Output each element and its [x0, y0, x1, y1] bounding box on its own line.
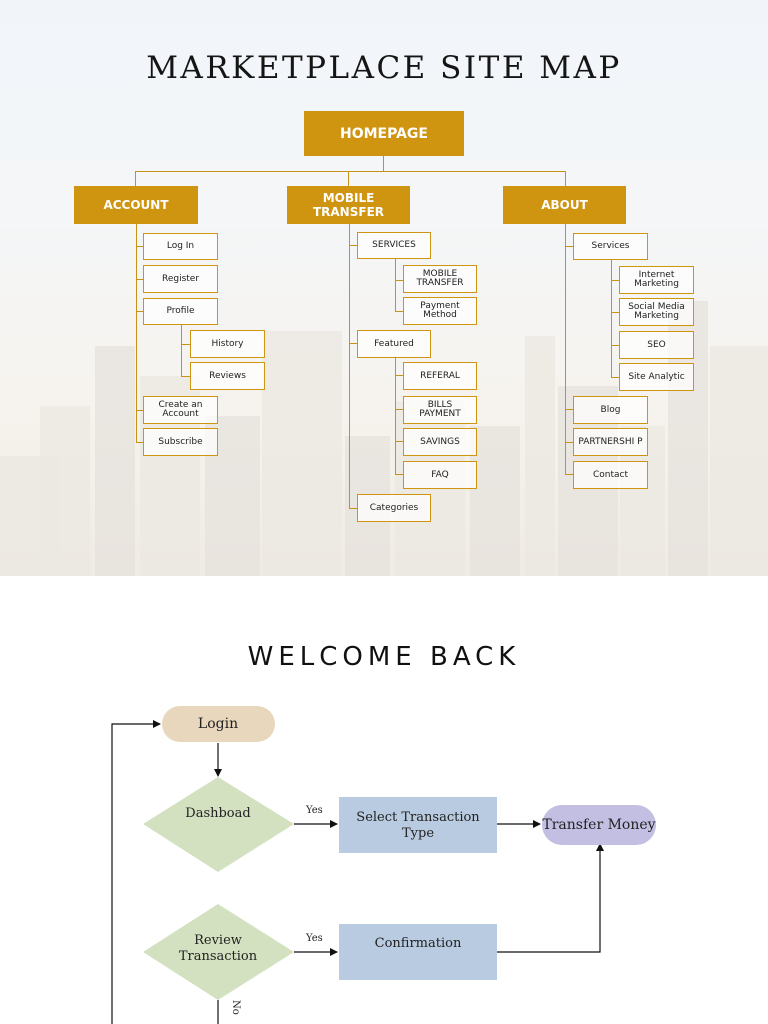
mt-categories-node[interactable]: Categories — [357, 494, 431, 522]
about-services-node[interactable]: Services — [573, 233, 648, 260]
mt-savings-node[interactable]: SAVINGS — [403, 428, 477, 456]
review-transaction-label-line2: Transaction — [179, 949, 258, 964]
dashboard-yes-label: Yes — [305, 805, 323, 816]
review-transaction-label-line1: Review — [194, 933, 242, 948]
about-seo-node[interactable]: SEO — [619, 331, 694, 359]
account-node[interactable]: ACCOUNT — [74, 186, 198, 224]
flowchart-diagram: Login Dashboad Select Transaction Type T… — [111, 706, 656, 1024]
transfer-money-label: Transfer Money — [542, 817, 655, 833]
mt-payment-method-node[interactable]: Payment Method — [403, 297, 477, 325]
dashboard-diamond[interactable] — [143, 777, 294, 872]
profile-history-node[interactable]: History — [190, 330, 265, 358]
flow-title: WELCOME BACK — [247, 642, 521, 672]
profile-reviews-node[interactable]: Reviews — [190, 362, 265, 390]
review-no-label: No — [230, 1000, 241, 1015]
homepage-node[interactable]: HOMEPAGE — [304, 111, 464, 156]
account-login-node[interactable]: Log In — [143, 233, 218, 260]
sitemap-section: MARKETPLACE SITE MAP HOMEPAGE ACCOUNT MO… — [0, 0, 768, 576]
about-node[interactable]: ABOUT — [503, 186, 626, 224]
about-blog-node[interactable]: Blog — [573, 396, 648, 424]
mt-bills-payment-node[interactable]: BILLS PAYMENT — [403, 396, 477, 424]
mt-faq-node[interactable]: FAQ — [403, 461, 477, 489]
about-internet-marketing-node[interactable]: Internet Marketing — [619, 266, 694, 294]
mt-referal-node[interactable]: REFERAL — [403, 362, 477, 390]
confirmation-to-transfer-arrow — [497, 843, 604, 953]
about-contact-node[interactable]: Contact — [573, 461, 648, 489]
account-profile-node[interactable]: Profile — [143, 298, 218, 325]
select-transaction-box[interactable] — [339, 797, 497, 853]
confirmation-box[interactable] — [339, 924, 497, 980]
confirmation-label: Confirmation — [375, 936, 462, 951]
flowchart-section: WELCOME BACK Login Dashboad Selec — [0, 576, 768, 1024]
about-site-analytic-node[interactable]: Site Analytic — [619, 363, 694, 391]
login-terminal[interactable] — [162, 706, 275, 742]
account-create-node[interactable]: Create an Account — [143, 396, 218, 424]
mt-mobile-transfer-node[interactable]: MOBILE TRANSFER — [403, 265, 477, 293]
login-label: Login — [198, 716, 238, 732]
mt-services-node[interactable]: SERVICES — [357, 232, 431, 259]
mobile-transfer-node[interactable]: MOBILE TRANSFER — [287, 186, 410, 224]
flow-connectors — [111, 720, 604, 1024]
about-social-media-node[interactable]: Social Media Marketing — [619, 298, 694, 326]
select-transaction-label-line2: Type — [402, 826, 434, 841]
review-transaction-diamond[interactable] — [143, 904, 294, 1000]
transfer-money-terminal[interactable] — [542, 805, 656, 845]
mt-featured-node[interactable]: Featured — [357, 330, 431, 358]
loop-back-arrow — [111, 720, 161, 1024]
account-subscribe-node[interactable]: Subscribe — [143, 428, 218, 456]
review-yes-label: Yes — [305, 933, 323, 944]
account-register-node[interactable]: Register — [143, 265, 218, 293]
dashboard-label: Dashboad — [185, 806, 250, 821]
select-transaction-label-line1: Select Transaction — [356, 810, 480, 825]
sitemap-title: MARKETPLACE SITE MAP — [146, 50, 622, 86]
about-partnership-node[interactable]: PARTNERSHI P — [573, 428, 648, 456]
